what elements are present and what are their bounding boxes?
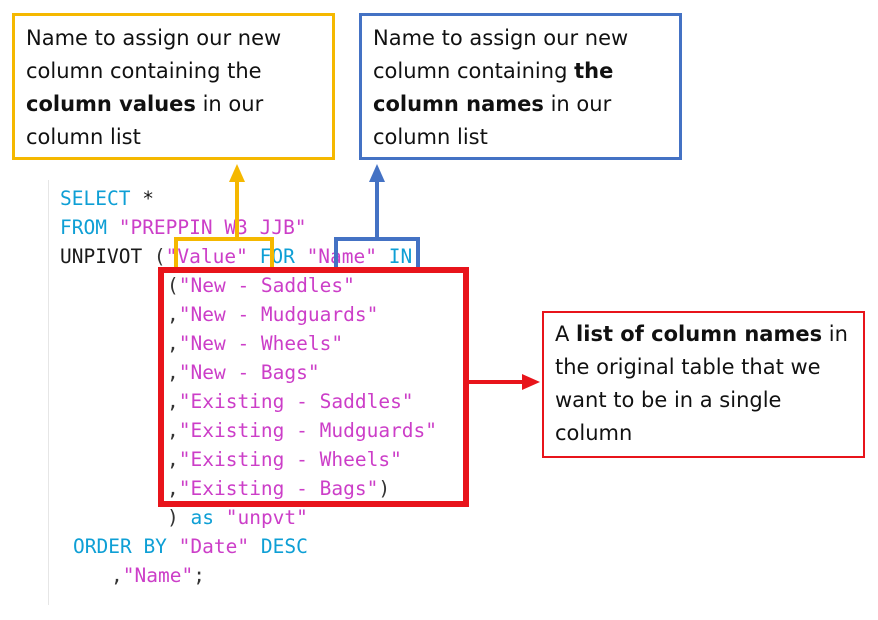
select-star: * xyxy=(130,187,154,210)
column-prefix: ( xyxy=(167,274,179,297)
alias-name: "unpvt" xyxy=(225,506,308,529)
column-list-highlight-box xyxy=(158,267,469,507)
code-line-from: FROM "PREPPIN_W3_JJB" xyxy=(60,213,307,243)
callout-list-rest: in xyxy=(822,322,848,346)
callout-names-line: column names in our xyxy=(373,88,667,121)
blue-arrow xyxy=(369,164,385,237)
keyword-select: SELECT xyxy=(60,187,131,210)
order-column: "Date" xyxy=(166,535,250,558)
yellow-arrow xyxy=(229,164,245,237)
callout-values-line: Name to assign our new xyxy=(26,26,282,50)
callout-names-bold: column names xyxy=(373,92,544,116)
code-line-alias: ) as "unpvt" xyxy=(167,503,308,533)
column-prefix: , xyxy=(167,361,179,384)
keyword-order-by: ORDER BY xyxy=(73,535,167,558)
red-arrow xyxy=(469,374,540,390)
callout-names-bold: the xyxy=(574,59,614,83)
callout-column-names: Name to assign our new column containing… xyxy=(359,13,682,160)
code-line-column: ,"New - Wheels" xyxy=(167,329,343,359)
column-prefix: , xyxy=(167,448,179,471)
keyword-as: as xyxy=(178,506,226,529)
code-line-unpivot: UNPIVOT ("Value" FOR "Name" IN xyxy=(60,242,412,272)
column-prefix: , xyxy=(167,477,179,500)
table-name: "PREPPIN_W3_JJB" xyxy=(106,216,307,239)
callout-list-bold: list of column names xyxy=(576,322,823,346)
name-column-name: "Name" xyxy=(306,245,378,268)
column-item: "Existing - Bags" xyxy=(178,477,379,500)
keyword-unpivot: UNPIVOT xyxy=(60,245,143,268)
callout-names-line: column containing the xyxy=(373,55,667,88)
order-prefix: , xyxy=(111,564,123,587)
column-prefix: , xyxy=(167,419,179,442)
keyword-from: FROM xyxy=(60,216,107,239)
callout-values-line: column list xyxy=(26,125,141,149)
code-line-column: ("New - Saddles" xyxy=(167,271,355,301)
callout-list-line: A list of column names in xyxy=(555,318,851,351)
column-item: "New - Mudguards" xyxy=(178,303,379,326)
callout-names-line: column list xyxy=(373,125,488,149)
keyword-for: FOR xyxy=(247,245,307,268)
callout-values-rest: in our xyxy=(195,92,264,116)
column-item: "New - Wheels" xyxy=(178,332,344,355)
order-column-2: "Name" xyxy=(122,564,194,587)
callout-list-pre: A xyxy=(555,322,577,346)
callout-values-line: column containing the xyxy=(26,59,262,83)
column-item: "New - Bags" xyxy=(178,361,320,384)
code-line-select: SELECT * xyxy=(60,184,154,214)
code-line-column: ,"New - Bags" xyxy=(167,358,320,388)
callout-list-line: column xyxy=(555,421,633,445)
sql-code-block: SELECT * FROM "PREPPIN_W3_JJB" UNPIVOT (… xyxy=(48,180,479,605)
keyword-desc: DESC xyxy=(249,535,308,558)
code-line-column: ,"Existing - Mudguards" xyxy=(167,416,437,446)
column-item: "New - Saddles" xyxy=(178,274,355,297)
code-line-order-by: ORDER BY "Date" DESC xyxy=(73,532,308,562)
callout-list-line: want to be in a single xyxy=(555,388,782,412)
keyword-in: IN xyxy=(377,245,413,268)
callout-names-rest: in our xyxy=(543,92,612,116)
code-line-column: ,"Existing - Wheels" xyxy=(167,445,402,475)
code-line-column: ,"Existing - Bags") xyxy=(167,474,390,504)
value-column-name: "Value" xyxy=(165,245,248,268)
callout-list-line: the original table that we xyxy=(555,355,821,379)
semicolon: ; xyxy=(193,564,205,587)
column-prefix: , xyxy=(167,303,179,326)
callout-column-values: Name to assign our new column containing… xyxy=(12,13,335,160)
column-prefix: , xyxy=(167,390,179,413)
column-item: "Existing - Saddles" xyxy=(178,390,414,413)
column-item: "Existing - Wheels" xyxy=(178,448,402,471)
callout-values-line: column values in our xyxy=(26,88,320,121)
code-line-column: ,"Existing - Saddles" xyxy=(167,387,414,417)
callout-column-list: A list of column names in the original t… xyxy=(542,311,865,458)
close-paren: ) xyxy=(167,506,179,529)
code-line-order-name: ,"Name"; xyxy=(111,561,205,591)
callout-names-line: Name to assign our new xyxy=(373,26,629,50)
column-prefix: , xyxy=(167,332,179,355)
callout-values-bold: column values xyxy=(26,92,196,116)
code-line-column: ,"New - Mudguards" xyxy=(167,300,378,330)
column-item: "Existing - Mudguards" xyxy=(178,419,438,442)
callout-names-pre: column containing xyxy=(373,59,575,83)
close-inner-paren: ) xyxy=(378,477,391,500)
open-paren: ( xyxy=(142,245,166,268)
